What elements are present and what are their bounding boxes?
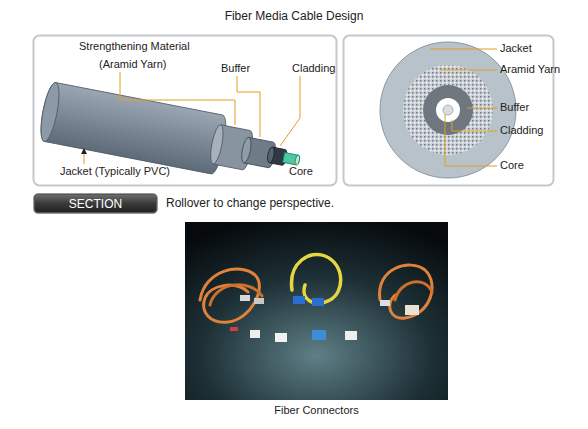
arrow-head (81, 148, 87, 154)
part-label: Jacket (500, 42, 532, 55)
cladding-ring (436, 98, 460, 122)
leader-lines (430, 49, 497, 166)
part-label: Buffer (500, 101, 529, 114)
connector (240, 295, 250, 301)
yellow-cable (292, 254, 341, 303)
section-button: SECTION (33, 193, 158, 214)
part-label: Cladding (500, 124, 543, 137)
caption: Fiber Connectors (185, 404, 448, 417)
part-label: Buffer (221, 62, 250, 75)
fiber-connectors (230, 295, 419, 342)
core (283, 153, 301, 166)
cross-section (380, 42, 516, 178)
jacket-ring (380, 42, 516, 178)
connector (380, 300, 390, 306)
leader-line (430, 49, 497, 50)
aramid-ring (403, 65, 493, 155)
connector (405, 305, 419, 315)
part-label: Core (500, 159, 524, 172)
connector (345, 331, 357, 340)
fiber-cables (200, 254, 432, 322)
leader-line (280, 76, 300, 146)
button-label: SECTION (69, 197, 122, 211)
orange-cable (200, 269, 259, 322)
jacket (37, 81, 229, 175)
connector (250, 330, 260, 338)
connector (312, 298, 324, 306)
orange-cable (395, 282, 432, 300)
leader-line (120, 72, 235, 125)
orange-cable (380, 265, 433, 318)
leader-line (445, 114, 497, 166)
jacket-end (37, 81, 62, 143)
leader-line (467, 108, 497, 109)
cable-illustration (37, 81, 305, 190)
buffer-end (240, 137, 253, 164)
instruction-text: Rollover to change perspective. (166, 197, 334, 210)
part-label: Strengthening Material (79, 40, 190, 53)
core-end (294, 155, 300, 166)
right-panel (344, 36, 554, 186)
cladding-end (266, 147, 275, 164)
leader-lines (84, 72, 300, 165)
connector (312, 330, 326, 340)
part-label: Core (289, 165, 313, 178)
connector (230, 327, 238, 331)
leader-line (452, 120, 497, 131)
part-label: Aramid Yarn (500, 63, 560, 76)
left-panel (34, 36, 337, 186)
core-circle (443, 105, 453, 115)
aramid-end (208, 124, 225, 165)
title: Fiber Media Cable Design (0, 10, 588, 23)
buffer-ring (423, 85, 473, 135)
leader-line (440, 70, 497, 71)
leader-line (237, 76, 260, 137)
connector (254, 298, 264, 304)
leader-line (291, 159, 298, 165)
photo-background (185, 222, 448, 400)
part-label: (Aramid Yarn) (99, 58, 166, 71)
connector (293, 296, 305, 304)
connector (275, 333, 287, 342)
part-label: Jacket (Typically PVC) (60, 165, 170, 178)
part-label: Cladding (292, 62, 335, 75)
